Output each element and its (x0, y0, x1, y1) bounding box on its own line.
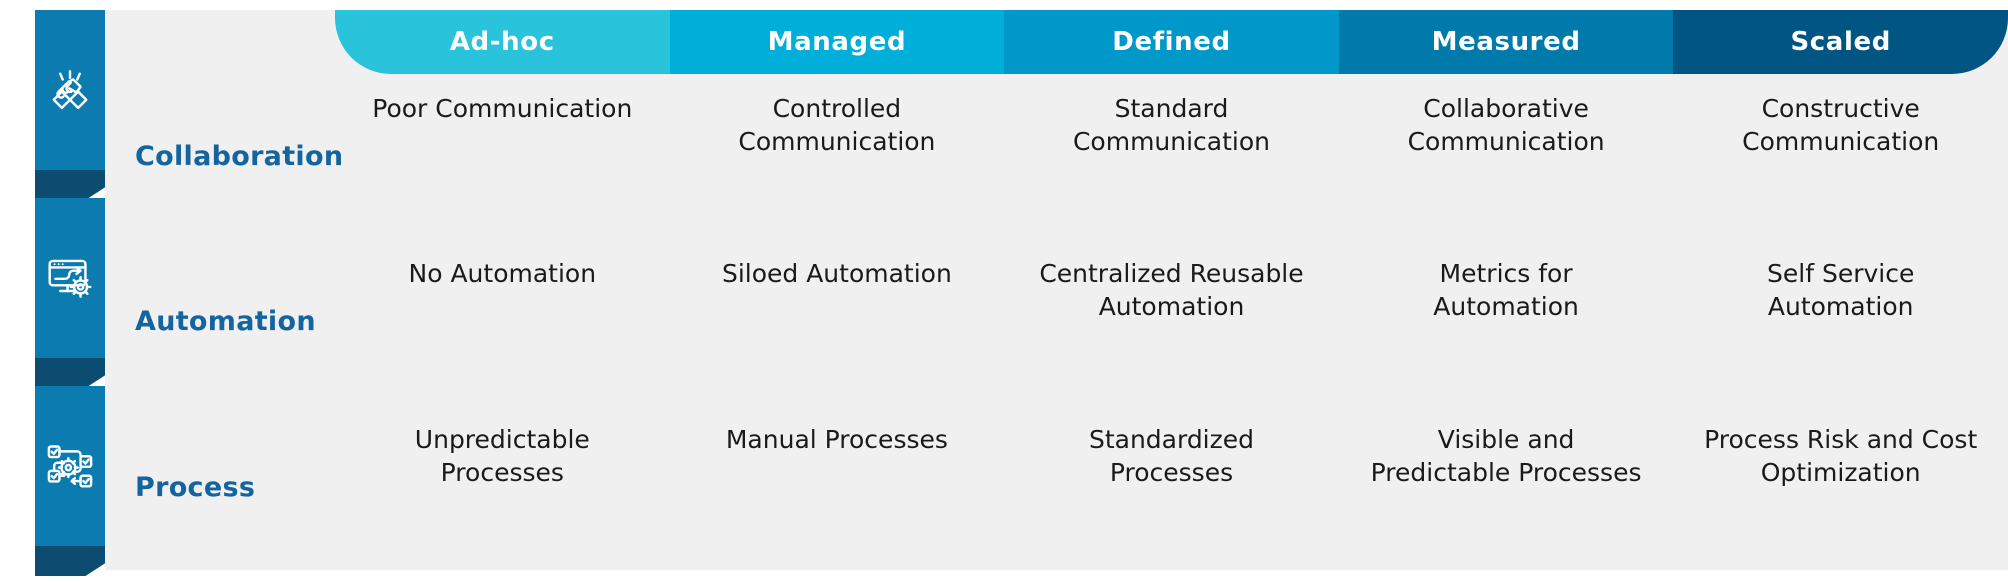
rail-block-automation (35, 198, 105, 358)
monitor-gear-icon (44, 252, 96, 304)
cell-process-scaled: Process Risk and Cost Optimization (1704, 424, 1978, 487)
cell-process-defined: Standardized Processes (1088, 424, 1255, 487)
stage-tab-scaled[interactable]: Scaled (1673, 10, 2008, 74)
rail-connector-3 (35, 546, 105, 576)
rail-connector-1 (35, 170, 105, 200)
cell-automation-defined: Centralized Reusable Automation (1039, 259, 1304, 322)
cell-collaboration-defined: Standard Communication (1072, 94, 1271, 156)
content-panel (105, 10, 2008, 570)
cell-automation-measured: Metrics for Automation (1433, 259, 1579, 322)
cell-collaboration-ad-hoc: Poor Communication (372, 94, 633, 123)
cell-automation-managed: Siloed Automation (721, 259, 952, 289)
cell-process-measured: Visible and Predictable Processes (1370, 424, 1642, 487)
maturity-grid: Ad-hoc Managed Defined Measured Scaled C… (105, 10, 2008, 570)
row-label-automation: Automation (135, 306, 316, 338)
rail-connector-2 (35, 358, 105, 388)
cell-automation-scaled: Self Service Automation (1767, 259, 1915, 322)
stage-tab-ad-hoc[interactable]: Ad-hoc (335, 10, 670, 74)
stage-tab-defined[interactable]: Defined (1004, 10, 1339, 74)
row-label-collaboration: Collaboration (135, 141, 344, 173)
cell-collaboration-measured: Collaborative Communication (1407, 94, 1605, 156)
cell-collaboration-scaled: Constructive Communication (1742, 94, 1940, 156)
row-label-process: Process (135, 471, 256, 503)
handshake-icon (44, 64, 96, 116)
stage-tab-managed[interactable]: Managed (669, 10, 1005, 74)
rail-block-process (35, 386, 105, 546)
cell-collaboration-managed: Controlled Communication (738, 94, 936, 156)
grid-corner (105, 10, 335, 74)
workflow-gear-icon (44, 440, 96, 492)
cell-automation-ad-hoc: No Automation (408, 259, 597, 289)
cell-process-managed: Manual Processes (725, 424, 948, 454)
category-icon-rail (35, 10, 105, 576)
stage-tab-measured[interactable]: Measured (1338, 10, 1674, 74)
rail-block-collaboration (35, 10, 105, 170)
cell-process-ad-hoc: Unpredictable Processes (414, 424, 590, 487)
